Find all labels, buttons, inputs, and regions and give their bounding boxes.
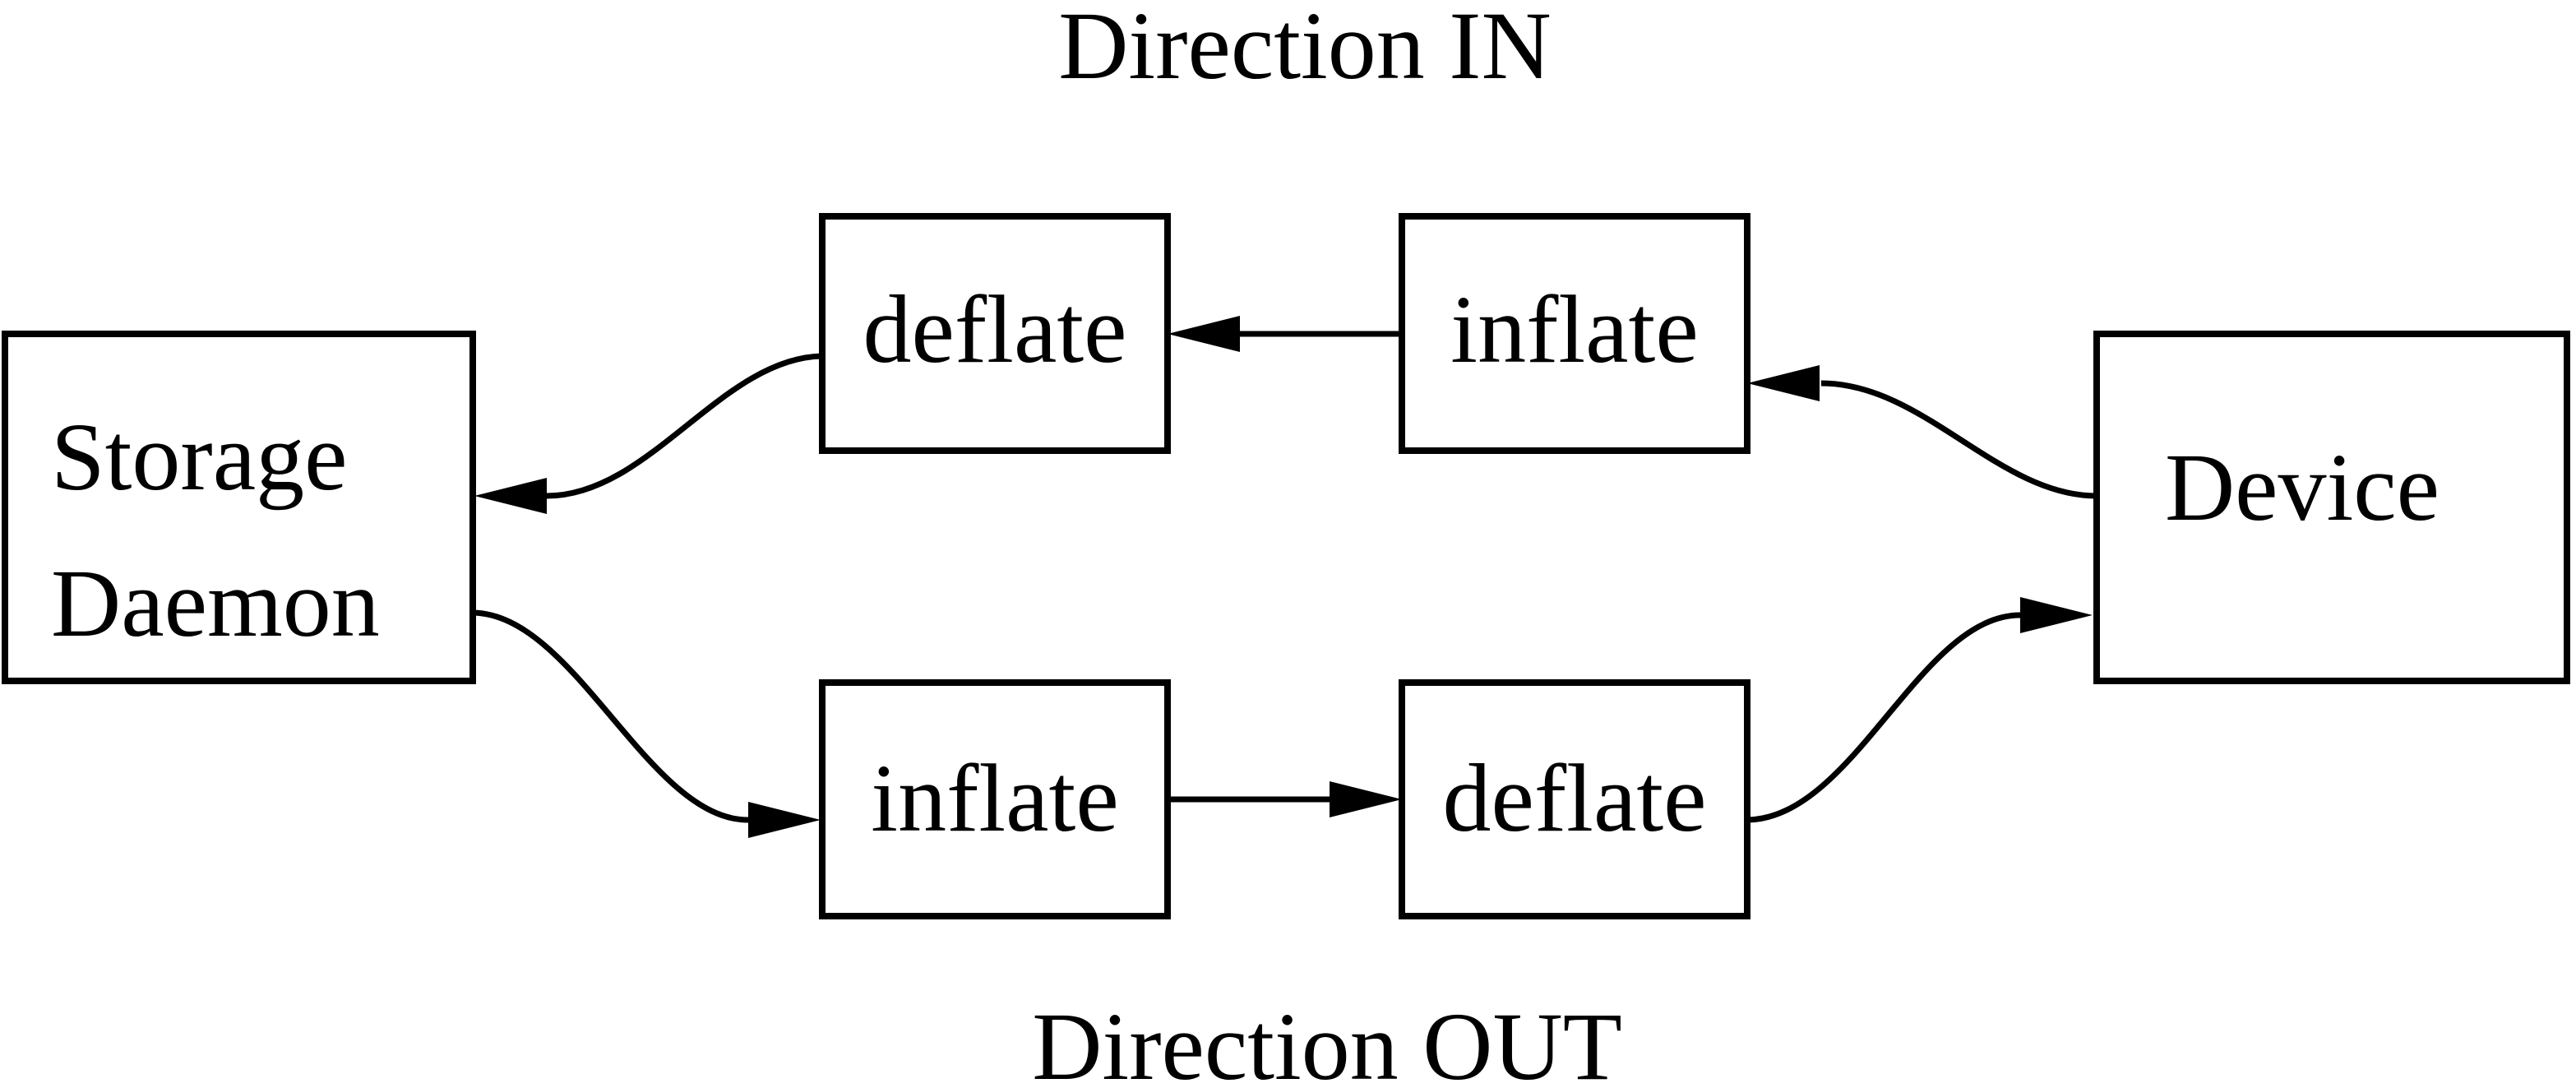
arrow-deflate-to-device-out-head (2020, 597, 2093, 633)
deflate-out-label: deflate (1443, 744, 1707, 852)
arrow-device-to-inflate-in-head (1747, 365, 1820, 401)
arrow-deflate-to-device-out-curve (1746, 612, 2021, 823)
storage-daemon-label-line1: Storage (51, 403, 347, 511)
arrow-device-to-inflate-in-curve (1820, 380, 2097, 499)
deflate-out-box (1399, 679, 1750, 919)
device-label: Device (2165, 433, 2440, 541)
device-box (2093, 331, 2570, 684)
storage-daemon-box (2, 331, 476, 684)
arrow-storage-to-inflate-out-head (748, 802, 821, 838)
inflate-in-box (1399, 213, 1750, 454)
deflate-in-label: deflate (863, 275, 1127, 383)
deflate-in-box (819, 213, 1171, 454)
arrow-deflate-to-storage-in-head (474, 478, 547, 514)
inflate-in-label: inflate (1450, 275, 1698, 383)
arrow-storage-to-inflate-out-curve (472, 609, 749, 823)
arrow-inflate-to-deflate-in-head (1168, 316, 1240, 352)
storage-daemon-label-line2: Daemon (51, 549, 380, 657)
arrow-deflate-to-storage-in-curve (546, 353, 823, 499)
inflate-out-label: inflate (871, 744, 1118, 852)
title-direction-out: Direction OUT (1032, 993, 1622, 1088)
title-direction-in: Direction IN (1058, 0, 1552, 100)
arrow-inflate-to-deflate-out-head (1330, 781, 1402, 817)
